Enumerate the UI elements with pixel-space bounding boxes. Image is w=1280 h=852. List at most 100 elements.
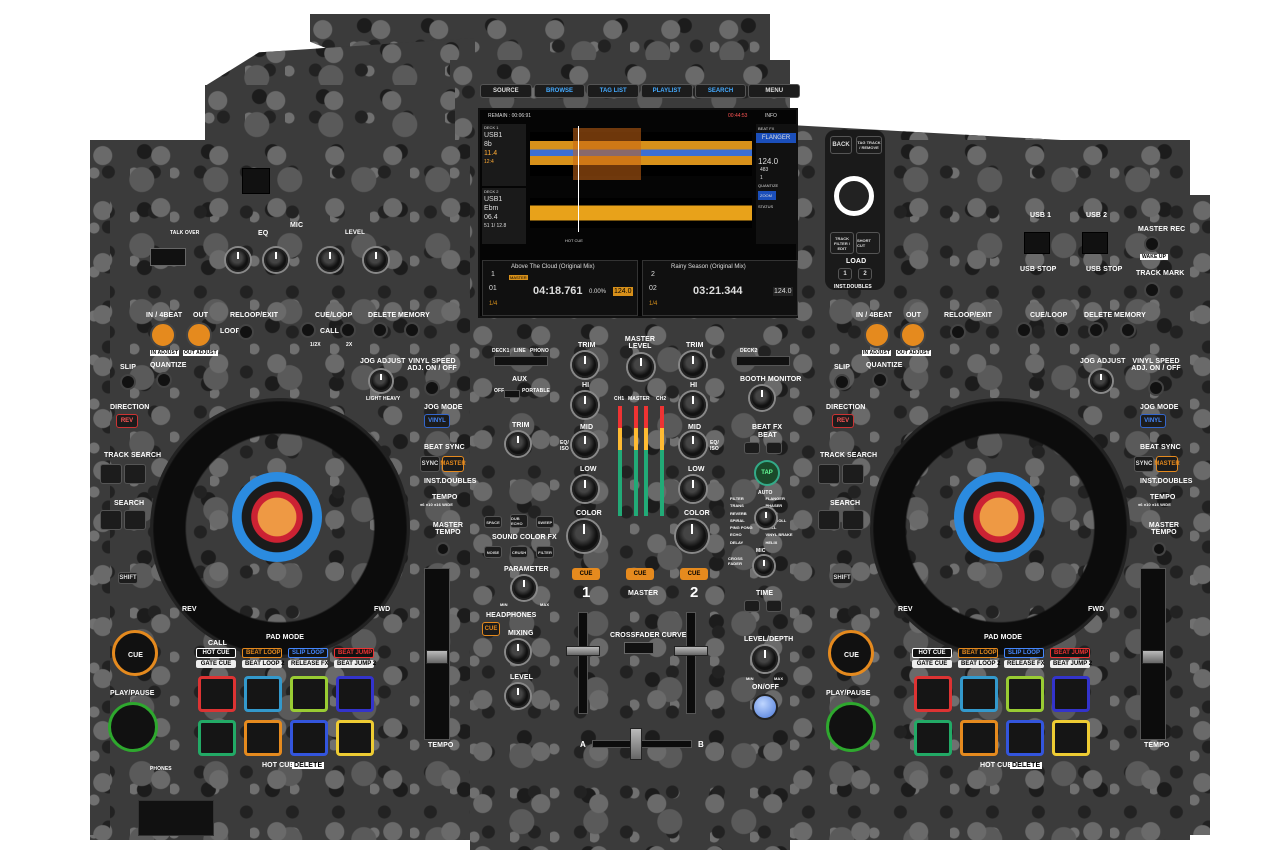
phones-jack[interactable] <box>138 800 214 836</box>
main-screen[interactable]: REMAIN : 00:06:91 00:44:53 INFO DECK 1 U… <box>478 108 798 318</box>
tab-playlist[interactable]: PLAYLIST <box>641 84 693 98</box>
mic-level-1-knob[interactable] <box>318 248 342 272</box>
trim-knob-ch2[interactable] <box>680 352 706 378</box>
usb-slot-left[interactable] <box>242 168 270 194</box>
shift-button[interactable]: SHIFT <box>118 572 138 584</box>
track-filter-button[interactable]: TRACK FILTER / EDIT <box>830 232 854 254</box>
low-knob-ch1[interactable] <box>572 476 598 502</box>
tab-tag-list[interactable]: TAG LIST <box>587 84 640 98</box>
call-left-button[interactable] <box>300 322 316 338</box>
play-button-right[interactable] <box>826 702 876 752</box>
color-knob-ch2[interactable] <box>676 520 708 552</box>
ch2-input-switch[interactable] <box>736 356 790 366</box>
fx-channel-knob[interactable] <box>754 556 774 576</box>
slip-button[interactable] <box>120 374 136 390</box>
sweep-button[interactable]: SWEEP <box>536 516 554 528</box>
loop-out-button[interactable] <box>186 322 212 348</box>
noise-button[interactable]: NOISE <box>484 546 502 558</box>
release-fx-mode[interactable]: RELEASE FX <box>288 660 329 668</box>
search-next-r[interactable] <box>842 510 864 530</box>
tab-source[interactable]: SOURCE <box>480 84 532 98</box>
space-button[interactable]: SPACE <box>484 516 502 528</box>
reloop-exit-button[interactable] <box>238 324 254 340</box>
memory-button[interactable] <box>404 322 420 338</box>
track-search-next[interactable] <box>124 464 146 484</box>
pad-r-1[interactable] <box>914 676 952 712</box>
pad-r-2[interactable] <box>960 676 998 712</box>
booth-monitor-knob[interactable] <box>750 386 774 410</box>
sync-button[interactable]: SYNC <box>420 456 440 472</box>
cue-button-left[interactable] <box>112 630 158 676</box>
pad-r-8[interactable] <box>1052 720 1090 756</box>
master-level-knob[interactable] <box>628 354 654 380</box>
cue-ch1-button[interactable]: CUE <box>572 568 600 580</box>
quantize-button[interactable] <box>156 372 172 388</box>
tap-button[interactable]: TAP <box>754 460 780 486</box>
search-prev[interactable] <box>100 510 122 530</box>
gate-cue-mode[interactable]: GATE CUE <box>196 660 236 668</box>
mic-eq-low-knob[interactable] <box>226 248 250 272</box>
vinyl-button[interactable]: VINYL <box>424 414 450 428</box>
pad-r-7[interactable] <box>1006 720 1044 756</box>
mic-eq-hi-knob[interactable] <box>264 248 288 272</box>
pad-6[interactable] <box>244 720 282 756</box>
mid-knob-ch2[interactable] <box>680 432 706 458</box>
beat-next-button[interactable] <box>766 442 782 454</box>
level-depth-knob[interactable] <box>752 646 778 672</box>
reloop-exit-button-r[interactable] <box>950 324 966 340</box>
pad-r-6[interactable] <box>960 720 998 756</box>
beat-loop-mode-r[interactable]: BEAT LOOP <box>958 648 998 658</box>
master-rec-button[interactable] <box>1144 236 1160 252</box>
shift-button-r[interactable]: SHIFT <box>832 572 852 584</box>
pad-2[interactable] <box>244 676 282 712</box>
master-tempo-button[interactable] <box>436 542 450 556</box>
aux-trim-knob[interactable] <box>506 432 530 456</box>
rev-button-r[interactable]: REV <box>832 414 854 428</box>
vinyl-speed-button-r[interactable] <box>1148 380 1164 396</box>
rev-button[interactable]: REV <box>116 414 138 428</box>
tab-menu[interactable]: MENU <box>748 84 801 98</box>
track-search-prev[interactable] <box>100 464 122 484</box>
gate-cue-mode-r[interactable]: GATE CUE <box>912 660 952 668</box>
usb2-slot[interactable] <box>1082 232 1108 254</box>
loop-in-button-r[interactable] <box>864 322 890 348</box>
ch1-input-switch[interactable] <box>494 356 548 366</box>
pad-8[interactable] <box>336 720 374 756</box>
hot-cue-mode[interactable]: HOT CUE <box>196 648 236 658</box>
slip-loop-mode[interactable]: SLIP LOOP <box>288 648 328 658</box>
rotary-selector[interactable] <box>834 176 874 216</box>
mic-switch[interactable] <box>150 248 186 266</box>
tempo-fader-left[interactable] <box>426 650 448 664</box>
tab-search[interactable]: SEARCH <box>694 84 747 98</box>
hot-cue-mode-r[interactable]: HOT CUE <box>912 648 952 658</box>
filter-button[interactable]: FILTER <box>536 546 554 558</box>
beatfx-zoom[interactable]: ZOOM <box>758 191 776 200</box>
vinyl-button-r[interactable]: VINYL <box>1140 414 1166 428</box>
tab-browse[interactable]: BROWSE <box>533 84 586 98</box>
vinyl-speed-button[interactable] <box>424 380 440 396</box>
delete-button[interactable] <box>372 322 388 338</box>
master-tempo-button-r[interactable] <box>1152 542 1166 556</box>
usb1-slot[interactable] <box>1024 232 1050 254</box>
info-label[interactable]: INFO <box>765 113 777 119</box>
search-next[interactable] <box>124 510 146 530</box>
beat-loop2-mode-r[interactable]: BEAT LOOP 2 <box>958 660 1000 668</box>
low-knob-ch2[interactable] <box>680 476 706 502</box>
hi-knob-ch2[interactable] <box>680 392 706 418</box>
track-mark-button[interactable] <box>1144 282 1160 298</box>
fx-select-knob[interactable] <box>756 508 776 528</box>
pad-7[interactable] <box>290 720 328 756</box>
call-right-button-r[interactable] <box>1054 322 1070 338</box>
loop-in-button[interactable] <box>150 322 176 348</box>
loop-out-button-r[interactable] <box>900 322 926 348</box>
parameter-knob[interactable] <box>512 576 536 600</box>
play-button-left[interactable] <box>108 702 158 752</box>
back-button[interactable]: BACK <box>830 136 852 154</box>
load-deck2-button[interactable]: 2 <box>858 268 872 280</box>
aux-switch[interactable] <box>504 390 520 398</box>
beat-jump2-mode-r[interactable]: BEAT JUMP 2 <box>1050 660 1092 668</box>
time-prev-button[interactable] <box>744 600 760 612</box>
cue-ch2-button[interactable]: CUE <box>680 568 708 580</box>
pad-r-5[interactable] <box>914 720 952 756</box>
dub-echo-button[interactable]: DUB ECHO <box>510 514 528 528</box>
